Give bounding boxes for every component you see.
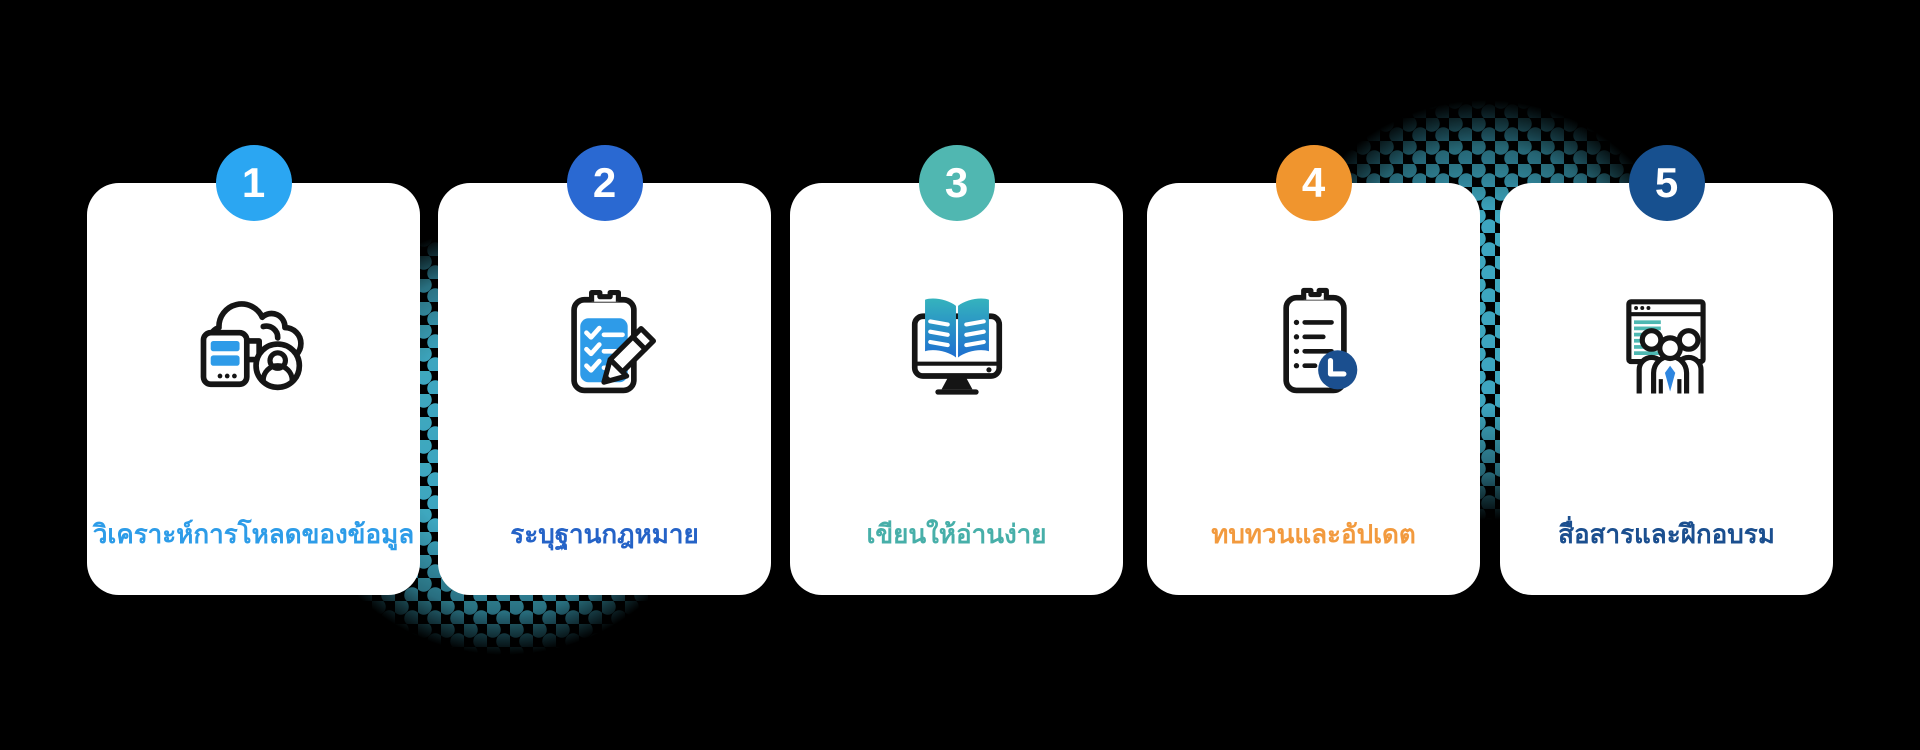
- step-label: วิเคราะห์การโหลดของข้อมูล: [92, 519, 415, 549]
- step-card-3: 3 เขียนให้อ่านง่: [790, 145, 1123, 595]
- step-label: ทบทวนและอัปเดต: [1211, 519, 1416, 549]
- step-label: ระบุฐานกฎหมาย: [510, 519, 699, 549]
- step-number-badge: 4: [1275, 145, 1352, 221]
- team-presentation-icon: [1600, 275, 1734, 409]
- step-number-badge: 5: [1628, 145, 1705, 221]
- clipboard-clock-icon: [1247, 275, 1381, 409]
- step-number-badge: 1: [215, 145, 292, 221]
- step-card-4: 4 ทบทวนและอัปเดต: [1147, 145, 1480, 595]
- step-label: สื่อสารและฝึกอบรม: [1558, 519, 1775, 549]
- monitor-open-book-icon: [890, 275, 1024, 409]
- step-card-1: 1 วิเคราะห์การโหลดของข้อมูล: [87, 145, 420, 595]
- clipboard-checklist-pencil-icon: [538, 275, 672, 409]
- step-number-badge: 3: [918, 145, 995, 221]
- step-number-badge: 2: [566, 145, 643, 221]
- step-card-2: 2 ระบุฐานกฎหมาย: [438, 145, 771, 595]
- cloud-data-user-icon: [187, 275, 321, 409]
- step-label: เขียนให้อ่านง่าย: [866, 519, 1047, 549]
- step-card-5: 5: [1500, 145, 1833, 595]
